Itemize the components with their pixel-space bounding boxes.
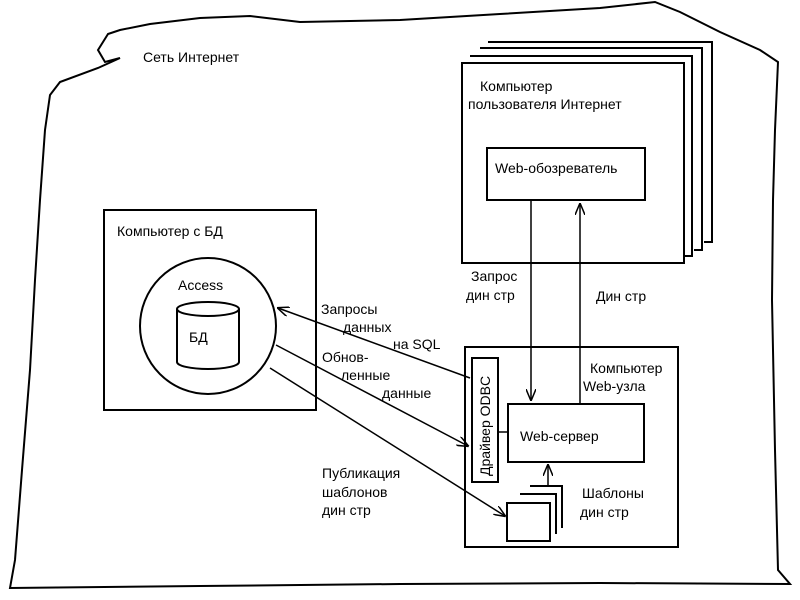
- updated-label-line1: Обнов-: [322, 349, 369, 365]
- templates-box: [506, 502, 551, 542]
- user-computer: Компьютер пользователя Интернет Web-обоз…: [461, 41, 713, 264]
- web-node-title-line1: Компьютер: [590, 360, 663, 376]
- odbc-driver-label: Драйвер ODBC: [477, 376, 493, 476]
- request-label-line2: дин стр: [466, 287, 515, 303]
- user-computer-title-line2: пользователя Интернет: [468, 96, 622, 112]
- database-cylinder-icon: [175, 301, 240, 370]
- updated-data-arrow: [275, 344, 468, 446]
- publish-label-line3: дин стр: [322, 502, 371, 518]
- templates-back-frame-2: [530, 485, 563, 528]
- db-computer: Компьютер с БД Access БД: [103, 209, 317, 411]
- publish-label-line2: шаблонов: [322, 484, 387, 500]
- access-circle: [139, 257, 277, 395]
- access-label: Access: [178, 277, 223, 293]
- db-computer-title: Компьютер с БД: [117, 223, 223, 239]
- odbc-driver-box: [471, 357, 499, 483]
- response-label: Дин стр: [596, 288, 646, 304]
- request-label-line1: Запрос: [471, 268, 517, 284]
- sql-query-arrow: [278, 308, 471, 379]
- publish-templates-arrow: [269, 367, 505, 516]
- sql-label-line3: на SQL: [393, 336, 441, 352]
- sql-label-line2: данных: [343, 319, 391, 335]
- web-server-label: Web-сервер: [520, 428, 599, 444]
- updated-label-line3: данные: [382, 385, 431, 401]
- web-browser-label: Web-обозреватель: [495, 160, 617, 176]
- sql-label-line1: Запросы: [321, 301, 377, 317]
- user-computer-back-frame-3: [488, 41, 713, 243]
- web-server-box: [507, 403, 645, 463]
- web-node-title-line2: Web-узла: [583, 378, 646, 394]
- user-computer-title-line1: Компьютер: [480, 78, 553, 94]
- user-computer-back-frame-1: [470, 55, 693, 257]
- updated-label-line2: ленные: [341, 367, 390, 383]
- publish-label-line1: Публикация: [322, 465, 400, 481]
- templates-label-line1: Шаблоны: [582, 485, 644, 501]
- templates-back-frame-1: [520, 493, 557, 534]
- web-browser-box: [486, 147, 646, 201]
- user-computer-back-frame-2: [480, 47, 703, 251]
- internet-label: Сеть Интернет: [143, 49, 240, 65]
- templates-label-line2: дин стр: [580, 504, 629, 520]
- database-label: БД: [189, 329, 208, 345]
- internet-boundary: [8, 0, 793, 590]
- web-node-computer: Компьютер Web-узла Драйвер ODBC Web-серв…: [464, 346, 679, 548]
